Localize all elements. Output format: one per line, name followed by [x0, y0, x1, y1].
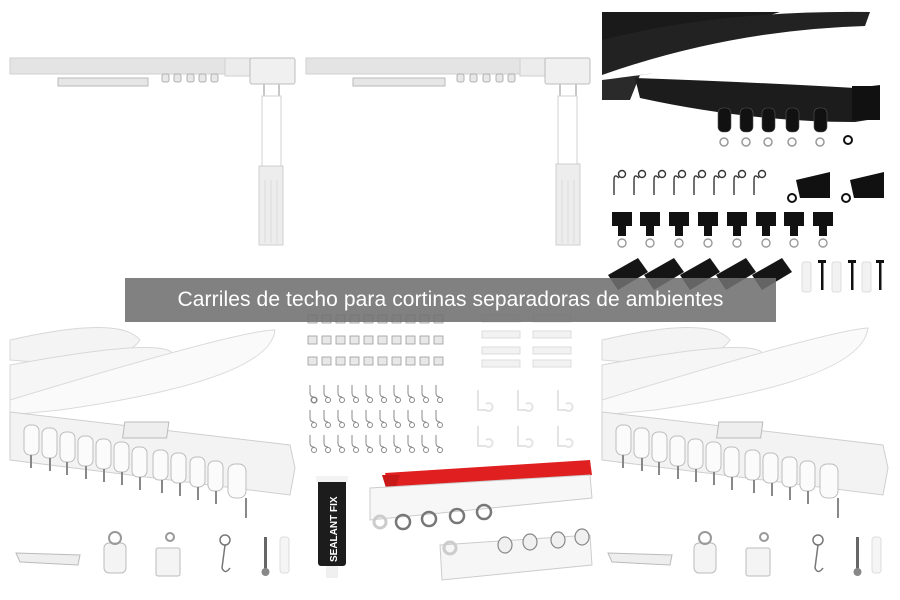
caption-text: Carriles de techo para cortinas separado…: [177, 288, 724, 311]
product-image-telescopic-rail-1[interactable]: [0, 0, 300, 300]
product-image-adhesive-track-kit[interactable]: SEALANT FIX: [300, 300, 600, 600]
telescopic-rail-illustration: [9, 57, 296, 246]
telescopic-rail-illustration: [305, 57, 591, 246]
black-track-kit-illustration: [602, 11, 884, 293]
white-track-kit-illustration: [9, 327, 296, 577]
adhesive-track-kit-illustration: SEALANT FIX: [307, 314, 593, 581]
white-track-kit-illustration: [601, 327, 889, 577]
product-image-white-track-kit-2[interactable]: [600, 300, 900, 600]
product-image-black-track-kit[interactable]: [600, 0, 900, 300]
product-image-telescopic-rail-2[interactable]: [300, 0, 600, 300]
product-image-white-track-kit-1[interactable]: [0, 300, 300, 600]
sealant-tube-label: SEALANT FIX: [329, 496, 340, 562]
caption-banner: Carriles de techo para cortinas separado…: [125, 278, 776, 322]
